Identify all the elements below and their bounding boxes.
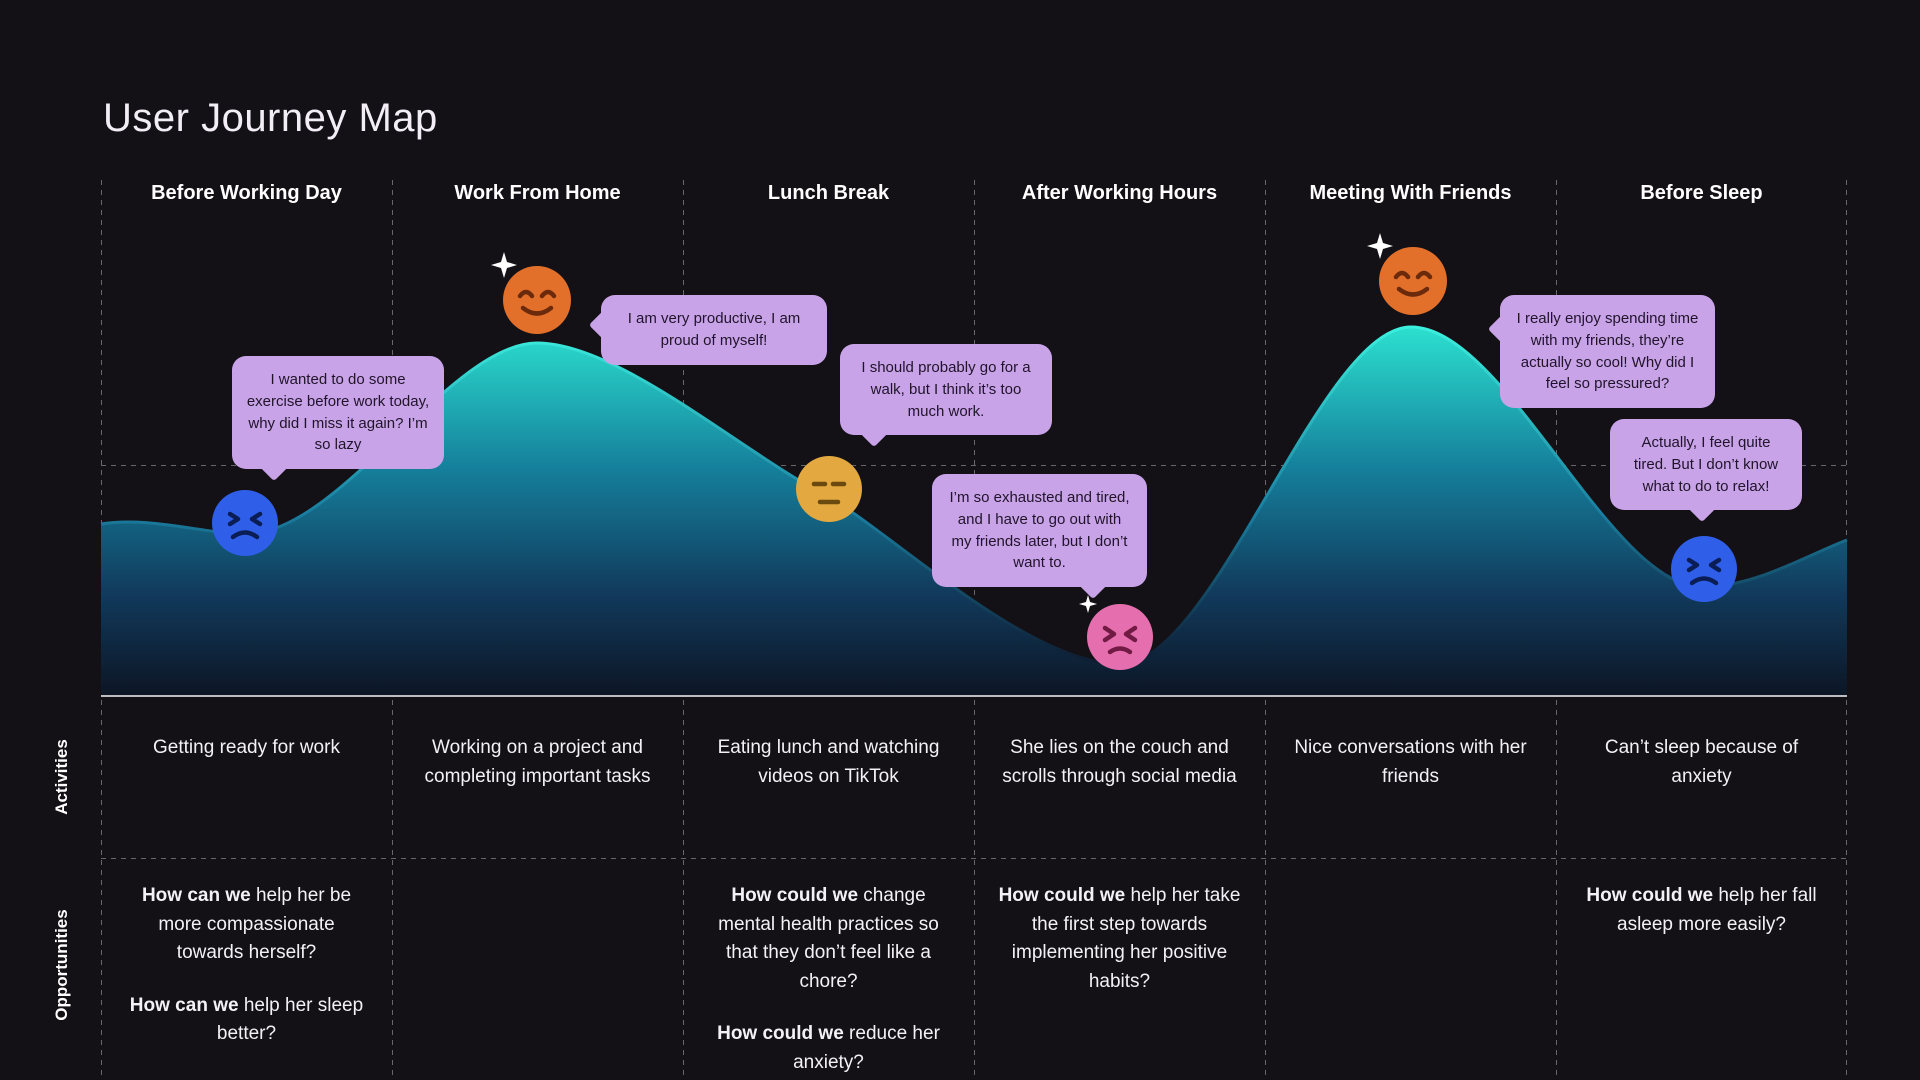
opportunity-lead: How can we <box>141 885 251 906</box>
column-header: After Working Hours <box>1021 182 1218 204</box>
opportunity-text: change mental health practices so that t… <box>718 885 939 992</box>
opportunity-item: How could we help her fall asleep more e… <box>1580 882 1823 939</box>
sad-face-icon <box>205 481 285 561</box>
sparkle-icon <box>491 252 517 278</box>
column-headers: Before Working Day Work From Home Lunch … <box>101 182 1847 205</box>
speech-bubble: I’m so exhausted and tired, and I have t… <box>932 474 1147 587</box>
opportunities-cell: How could we help her take the first ste… <box>974 882 1265 1080</box>
opportunity-item: How could we help her take the first ste… <box>998 882 1241 996</box>
side-label-opportunities: Opportunities <box>52 909 71 1021</box>
speech-bubble: I really enjoy spending time with my fri… <box>1500 295 1715 408</box>
face-circle <box>796 456 862 522</box>
face-circle <box>1671 536 1737 602</box>
angry-face-icon <box>1076 591 1160 675</box>
column-header: Work From Home <box>454 182 621 204</box>
opportunity-text: help her sleep better? <box>216 994 364 1045</box>
side-label-activities: Activities <box>52 739 71 815</box>
column-header: Before Working Day <box>151 182 342 204</box>
face-circle <box>1379 247 1447 315</box>
speech-bubble: I am very productive, I am proud of myse… <box>601 295 827 365</box>
opportunity-text: help her be more compassionate towards h… <box>158 885 352 963</box>
column-header: Before Sleep <box>1640 182 1763 204</box>
opportunity-text: reduce her anxiety? <box>793 1023 940 1073</box>
sparkle-icon <box>1367 233 1393 259</box>
opportunities-row: How can we help her be more compassionat… <box>101 882 1847 1080</box>
opportunities-separator-line <box>101 858 1847 859</box>
column-header: Meeting With Friends <box>1309 182 1512 204</box>
activity-label: Can’t sleep because of anxiety <box>1604 737 1799 788</box>
opportunity-lead: How could we <box>998 885 1126 906</box>
opportunity-lead: How could we <box>731 885 859 906</box>
opportunity-lead: How could we <box>1586 885 1714 906</box>
opportunity-text: help her fall asleep more easily? <box>1617 885 1817 935</box>
sad-face-icon <box>1664 527 1744 607</box>
opportunity-text: help her take the first step towards imp… <box>1011 885 1241 992</box>
speech-bubble: I should probably go for a walk, but I t… <box>840 344 1052 436</box>
happy-face-icon <box>489 250 575 336</box>
neutral-face-icon <box>789 447 869 527</box>
face-circle <box>1087 604 1153 670</box>
activity-label: Eating lunch and watching videos on TikT… <box>717 737 940 788</box>
face-circle <box>212 490 278 556</box>
opportunity-lead: How could we <box>717 1023 844 1044</box>
opportunities-cell: How can we help her be more compassionat… <box>101 882 392 1080</box>
opportunity-item: How can we help her be more compassionat… <box>125 882 368 968</box>
opportunities-cell: How could we change mental health practi… <box>683 882 974 1080</box>
activities-row: Getting ready for work Working on a proj… <box>101 733 1847 792</box>
opportunity-item: How could we reduce her anxiety? <box>707 1020 950 1077</box>
column-header: Lunch Break <box>767 182 890 204</box>
activity-label: Getting ready for work <box>153 737 340 758</box>
speech-bubble: I wanted to do some exercise before work… <box>232 356 444 469</box>
opportunity-item: How could we change mental health practi… <box>707 882 950 996</box>
opportunities-cell <box>1265 882 1556 1080</box>
happy-face-icon <box>1365 231 1451 317</box>
speech-bubble: Actually, I feel quite tired. But I don’… <box>1610 419 1802 511</box>
activity-label: Nice conversations with her friends <box>1294 737 1527 788</box>
face-circle <box>503 266 571 334</box>
activities-separator-line <box>101 695 1847 697</box>
activity-label: Working on a project and completing impo… <box>424 737 651 788</box>
page-title: User Journey Map <box>103 96 438 140</box>
opportunities-cell <box>392 882 683 1080</box>
opportunity-lead: How can we <box>129 994 239 1016</box>
opportunity-item: How can we help her sleep better? <box>125 992 368 1049</box>
opportunities-cell: How could we help her fall asleep more e… <box>1556 882 1847 1080</box>
activity-label: She lies on the couch and scrolls throug… <box>1002 737 1237 788</box>
